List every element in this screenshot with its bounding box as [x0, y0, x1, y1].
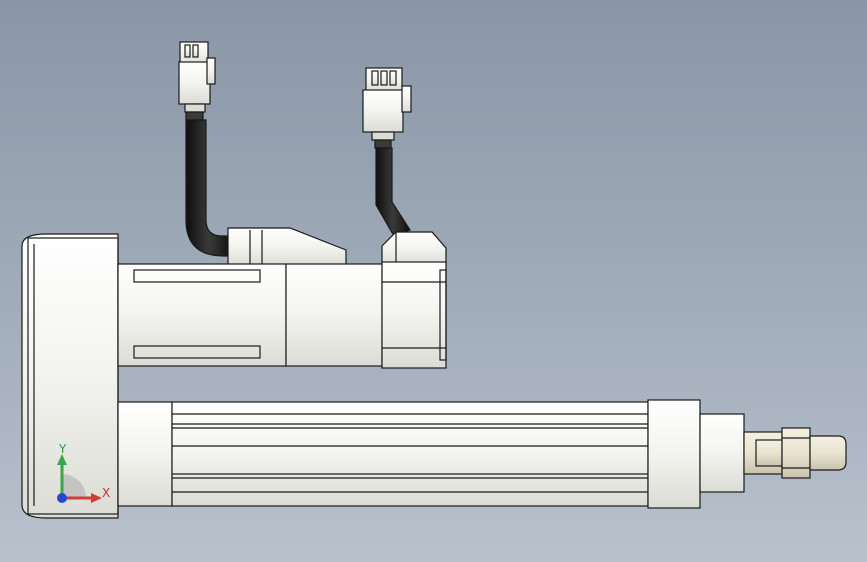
actuator-tube [117, 399, 745, 509]
motor-body [117, 261, 447, 369]
connector-left [178, 41, 216, 121]
y-axis-label: Y [59, 442, 67, 456]
end-cap-housing [21, 233, 119, 519]
coordinate-triad: Y X [40, 440, 120, 520]
cable-boot [227, 227, 447, 267]
cable-right [375, 147, 411, 237]
connector-right [362, 67, 412, 149]
x-axis-label: X [102, 486, 111, 500]
z-axis-dot [57, 493, 67, 503]
piston-rod [743, 427, 847, 479]
cable-left [185, 119, 233, 257]
